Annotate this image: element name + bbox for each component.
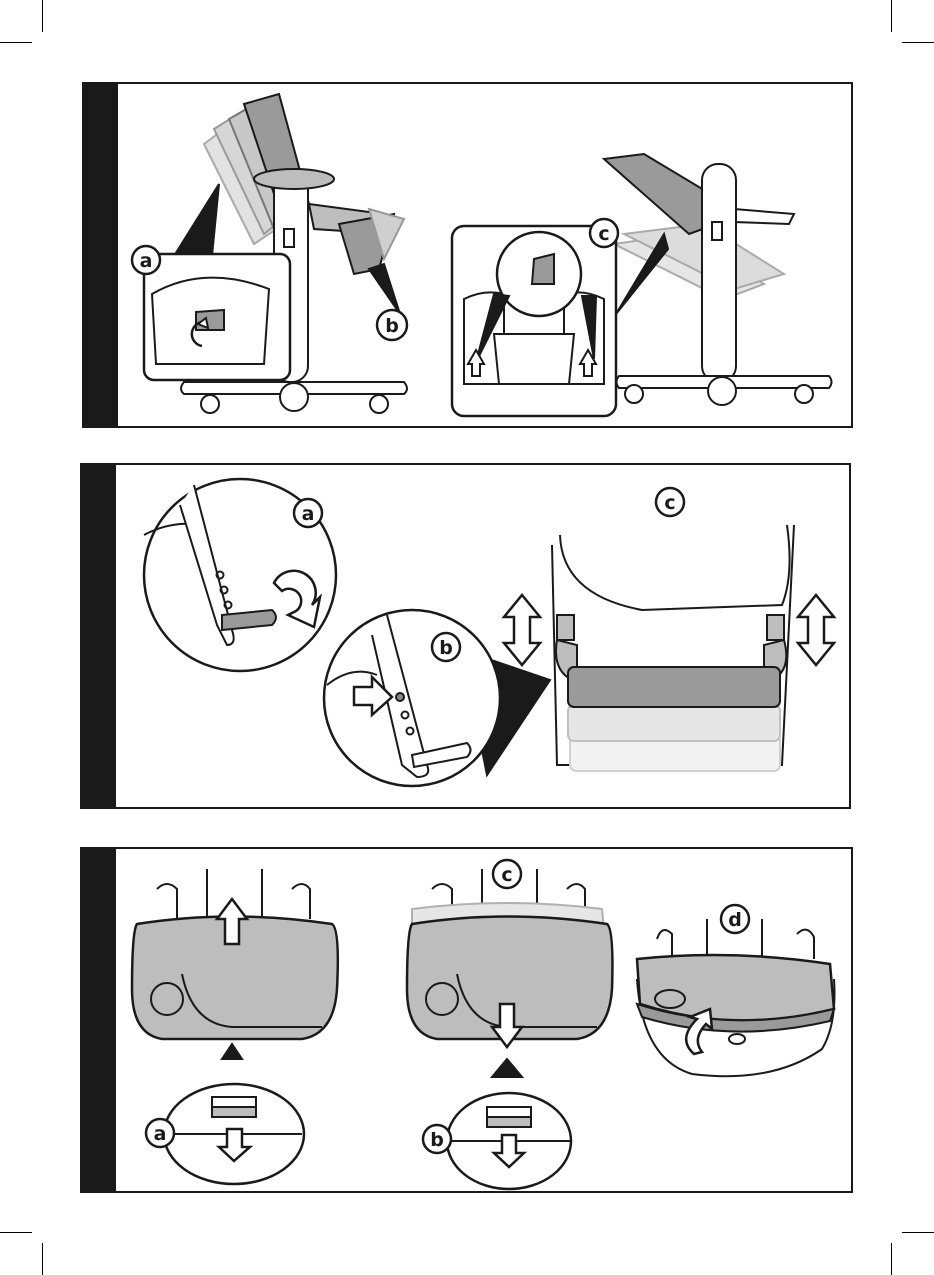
svg-text:c: c bbox=[598, 223, 609, 245]
label-a: a bbox=[146, 1119, 174, 1147]
footrest-illustration: a b c bbox=[82, 465, 853, 811]
crop-mark bbox=[0, 1232, 32, 1233]
svg-text:b: b bbox=[439, 637, 453, 659]
panel-tray: a b c d bbox=[80, 847, 853, 1193]
crop-mark bbox=[902, 1232, 934, 1233]
label-a: a bbox=[294, 499, 322, 527]
crop-mark bbox=[891, 1243, 892, 1275]
label-b: b bbox=[377, 310, 407, 340]
crop-mark bbox=[42, 0, 43, 32]
crop-mark bbox=[902, 42, 934, 43]
svg-text:c: c bbox=[664, 492, 675, 514]
svg-text:a: a bbox=[302, 503, 315, 525]
svg-text:a: a bbox=[140, 250, 153, 272]
svg-text:d: d bbox=[728, 909, 742, 931]
label-c: c bbox=[590, 219, 618, 247]
svg-text:b: b bbox=[385, 315, 399, 337]
label-c: c bbox=[656, 488, 684, 516]
label-c: c bbox=[493, 860, 521, 888]
crop-mark bbox=[0, 42, 32, 43]
tray-illustration: a b c d bbox=[82, 849, 855, 1195]
crop-mark bbox=[42, 1243, 43, 1275]
svg-text:c: c bbox=[501, 864, 512, 886]
panel-recline: a b c bbox=[82, 82, 853, 428]
label-a: a bbox=[132, 246, 160, 274]
svg-text:b: b bbox=[430, 1129, 444, 1151]
panel-footrest: a b c bbox=[80, 463, 851, 809]
crop-mark bbox=[891, 0, 892, 32]
svg-text:a: a bbox=[154, 1123, 167, 1145]
label-b: b bbox=[432, 633, 460, 661]
label-b: b bbox=[423, 1125, 451, 1153]
label-d: d bbox=[721, 905, 749, 933]
recline-illustration: a b c bbox=[84, 84, 855, 430]
